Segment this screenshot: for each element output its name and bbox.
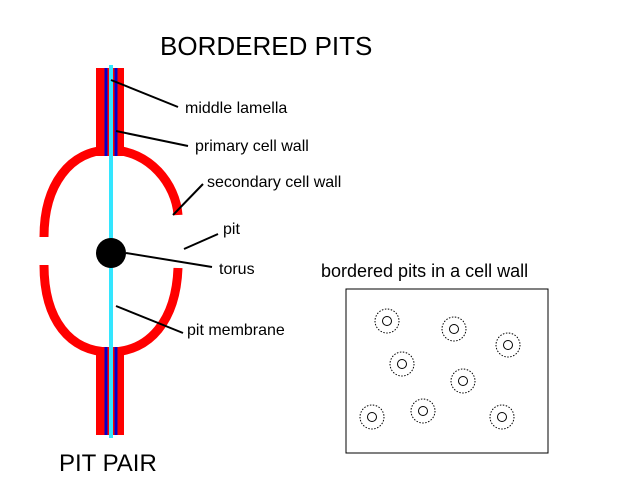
leader-secondary-cell-wall <box>172 183 204 216</box>
leader-pit <box>183 233 219 250</box>
leader-pit-membrane <box>115 305 184 334</box>
pit-pair-caption: PIT PAIR <box>59 450 157 477</box>
label-secondary-cell-wall: secondary cell wall <box>207 174 341 191</box>
leader-lines <box>110 79 219 334</box>
leader-middle-lamella <box>110 79 179 108</box>
leader-torus <box>125 252 213 268</box>
bordered-pit-8 <box>489 404 515 430</box>
bordered-pit-6 <box>410 398 436 424</box>
bordered-pit-5 <box>450 368 476 394</box>
bordered-pit-1 <box>374 308 400 334</box>
label-pit: pit <box>223 221 240 238</box>
diagram-title: BORDERED PITS <box>160 31 372 61</box>
label-torus: torus <box>219 261 255 278</box>
cell-wall-inset-box <box>345 288 549 454</box>
bordered-pit-4 <box>389 351 415 377</box>
bordered-pit-3 <box>495 332 521 358</box>
bordered-pit-7 <box>359 404 385 430</box>
label-primary-cell-wall: primary cell wall <box>195 138 309 155</box>
label-pit-membrane: pit membrane <box>187 322 285 339</box>
torus <box>96 238 126 268</box>
leader-primary-cell-wall <box>115 130 189 147</box>
inset-title: bordered pits in a cell wall <box>321 261 528 281</box>
bordered-pit-icons <box>359 308 521 430</box>
label-middle-lamella: middle lamella <box>185 100 287 117</box>
bordered-pit-2 <box>441 316 467 342</box>
pit-pair-drawing <box>39 65 183 438</box>
